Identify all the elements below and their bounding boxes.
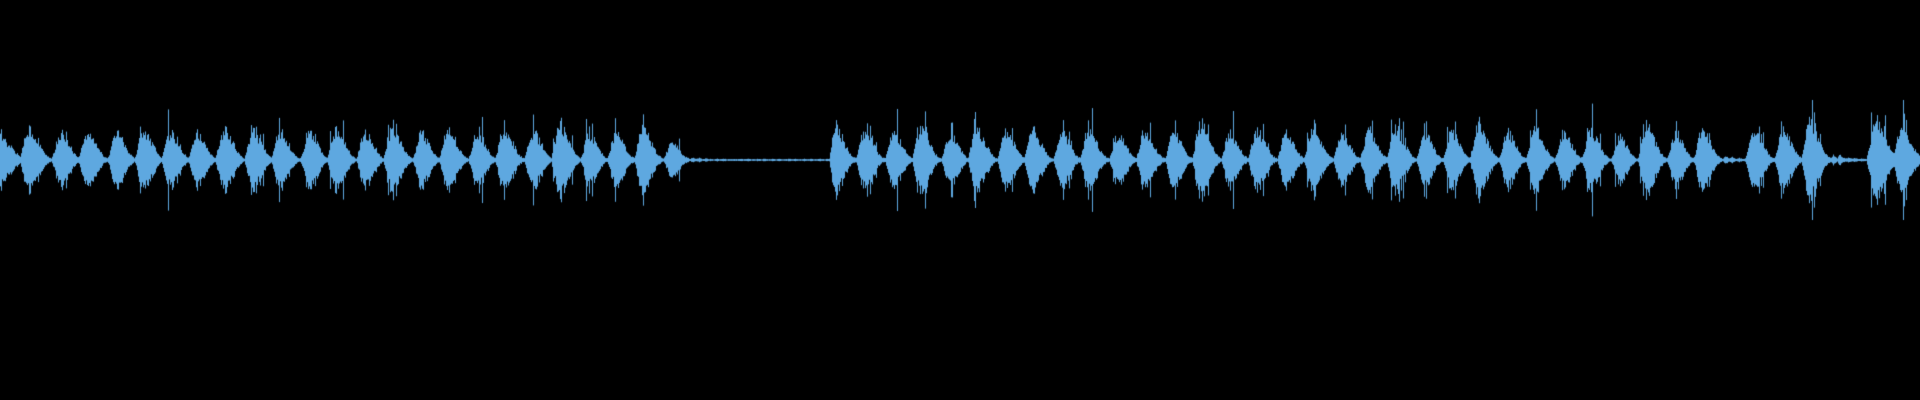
waveform-viewer[interactable] [0,0,1920,400]
audio-waveform-canvas[interactable] [0,0,1920,400]
